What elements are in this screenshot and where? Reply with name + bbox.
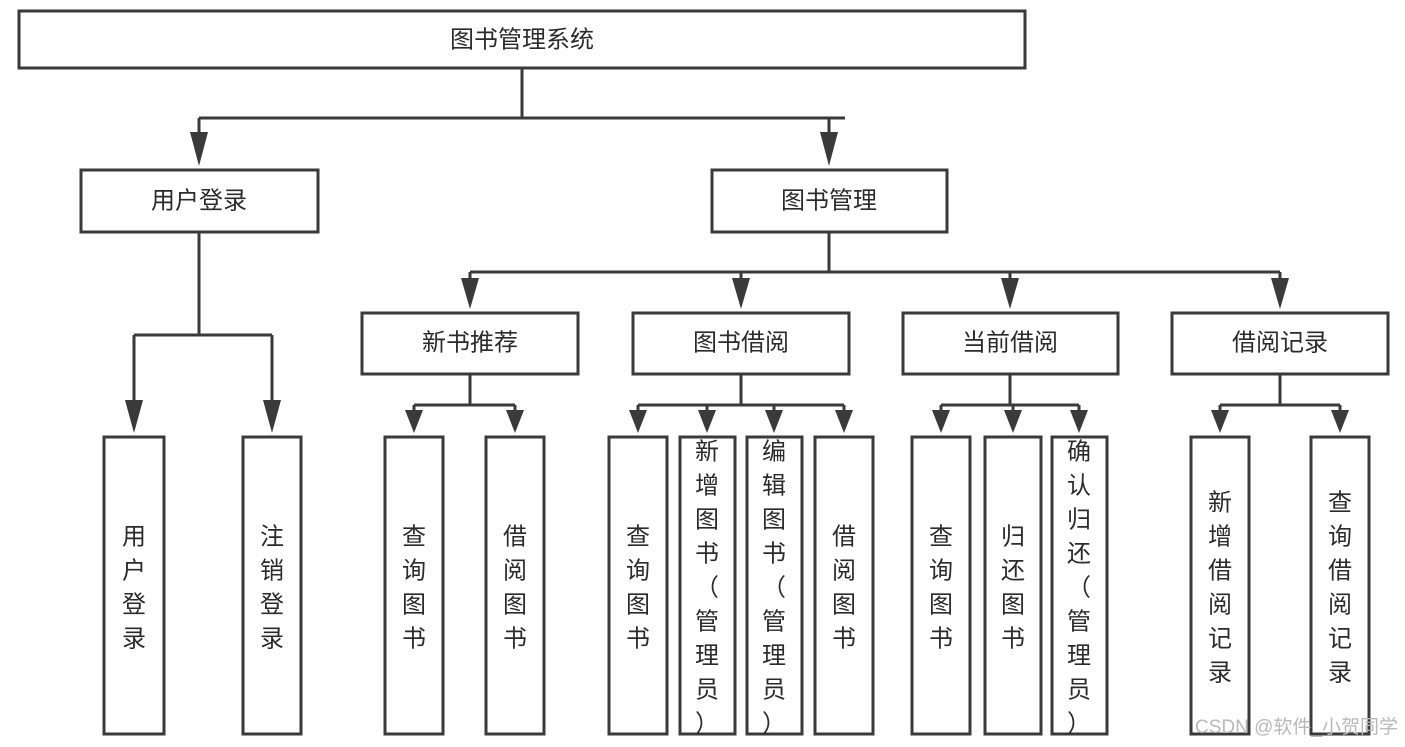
connector-root-to-level2 [190,68,845,166]
node-add-borrow-record-box[interactable] [1189,435,1251,736]
node-user-login-do[interactable]: 用户登录 [102,435,166,736]
node-edit-book-admin[interactable]: 编辑图书（管理员） [745,435,804,738]
node-current-borrow[interactable]: 当前借阅 [901,311,1120,376]
node-borrow-book-2-box[interactable] [813,435,875,736]
node-query-book-3-label: 查询图书 [929,524,953,653]
connector-book-borrow-to-children [629,374,853,433]
arrow-to-book-manage [820,132,838,166]
csdn-watermark: CSDN @软件_小贺同学 [1195,716,1398,738]
node-query-book-2-box[interactable] [607,435,669,736]
node-book-manage[interactable]: 图书管理 [710,168,949,234]
node-new-book-recommend-box[interactable] [360,311,580,376]
node-book-borrow-box[interactable] [631,311,851,376]
node-borrow-record[interactable]: 借阅记录 [1170,311,1390,376]
node-query-borrow-record[interactable]: 查询借阅记录 [1309,435,1371,736]
node-confirm-return-admin[interactable]: 确认归还（管理员） [1050,435,1109,738]
node-query-book-3-box[interactable] [910,435,972,736]
node-add-book-admin-label: 新增图书（管理员） [695,439,719,738]
node-user-logout-label: 注销登录 [260,524,284,653]
node-book-manage-label: 图书管理 [781,187,877,214]
node-query-borrow-record-label: 查询借阅记录 [1328,490,1352,687]
node-return-book-label: 归还图书 [1001,524,1025,653]
node-user-login-box[interactable] [79,168,320,234]
node-user-login-do-box[interactable] [102,435,166,736]
node-return-book-box[interactable] [983,435,1043,736]
connector-new-book-recommend-to-children [405,374,524,433]
node-book-borrow[interactable]: 图书借阅 [631,311,851,376]
node-query-book-2-label: 查询图书 [626,524,650,653]
node-add-borrow-record-label: 新增借阅记录 [1208,490,1232,687]
node-edit-book-admin-box[interactable] [745,435,804,736]
node-confirm-return-admin-label: 确认归还（管理员） [1067,439,1091,738]
node-borrow-book-2[interactable]: 借阅图书 [813,435,875,736]
node-borrow-record-box[interactable] [1170,311,1390,376]
node-new-book-recommend-label: 新书推荐 [422,329,518,356]
node-add-book-admin-box[interactable] [678,435,737,736]
node-query-book-1-label: 查询图书 [402,524,426,653]
node-add-borrow-record[interactable]: 新增借阅记录 [1189,435,1251,736]
node-return-book[interactable]: 归还图书 [983,435,1043,736]
node-user-login-do-label: 用户登录 [122,524,146,653]
node-user-logout-box[interactable] [241,435,303,736]
node-user-login-label: 用户登录 [151,187,247,214]
node-root-box[interactable] [17,9,1027,70]
node-user-logout[interactable]: 注销登录 [241,435,303,736]
node-borrow-book-1-box[interactable] [484,435,546,736]
node-query-book-1[interactable]: 查询图书 [383,435,445,736]
node-current-borrow-label: 当前借阅 [962,329,1058,356]
connector-book-manage-to-children [461,232,1289,309]
node-book-borrow-label: 图书借阅 [693,329,789,356]
node-edit-book-admin-label: 编辑图书（管理员） [762,439,786,738]
node-root[interactable]: 图书管理系统 [17,9,1027,70]
node-query-book-3[interactable]: 查询图书 [910,435,972,736]
connectors-layer [125,68,1349,433]
node-query-book-1-box[interactable] [383,435,445,736]
connector-borrow-record-to-children [1211,374,1349,433]
node-borrow-book-1[interactable]: 借阅图书 [484,435,546,736]
node-query-borrow-record-box[interactable] [1309,435,1371,736]
node-borrow-record-label: 借阅记录 [1232,329,1328,356]
node-new-book-recommend[interactable]: 新书推荐 [360,311,580,376]
node-confirm-return-admin-box[interactable] [1050,435,1109,736]
connector-current-borrow-to-children [932,374,1088,433]
connector-user-login-to-children [125,232,281,433]
node-borrow-book-1-label: 借阅图书 [503,524,527,653]
node-book-manage-box[interactable] [710,168,949,234]
arrow-to-user-login [190,132,208,166]
node-user-login[interactable]: 用户登录 [79,168,320,234]
node-query-book-2[interactable]: 查询图书 [607,435,669,736]
node-borrow-book-2-label: 借阅图书 [832,524,856,653]
node-add-book-admin[interactable]: 新增图书（管理员） [678,435,737,738]
node-root-label: 图书管理系统 [450,26,594,53]
node-current-borrow-box[interactable] [901,311,1120,376]
